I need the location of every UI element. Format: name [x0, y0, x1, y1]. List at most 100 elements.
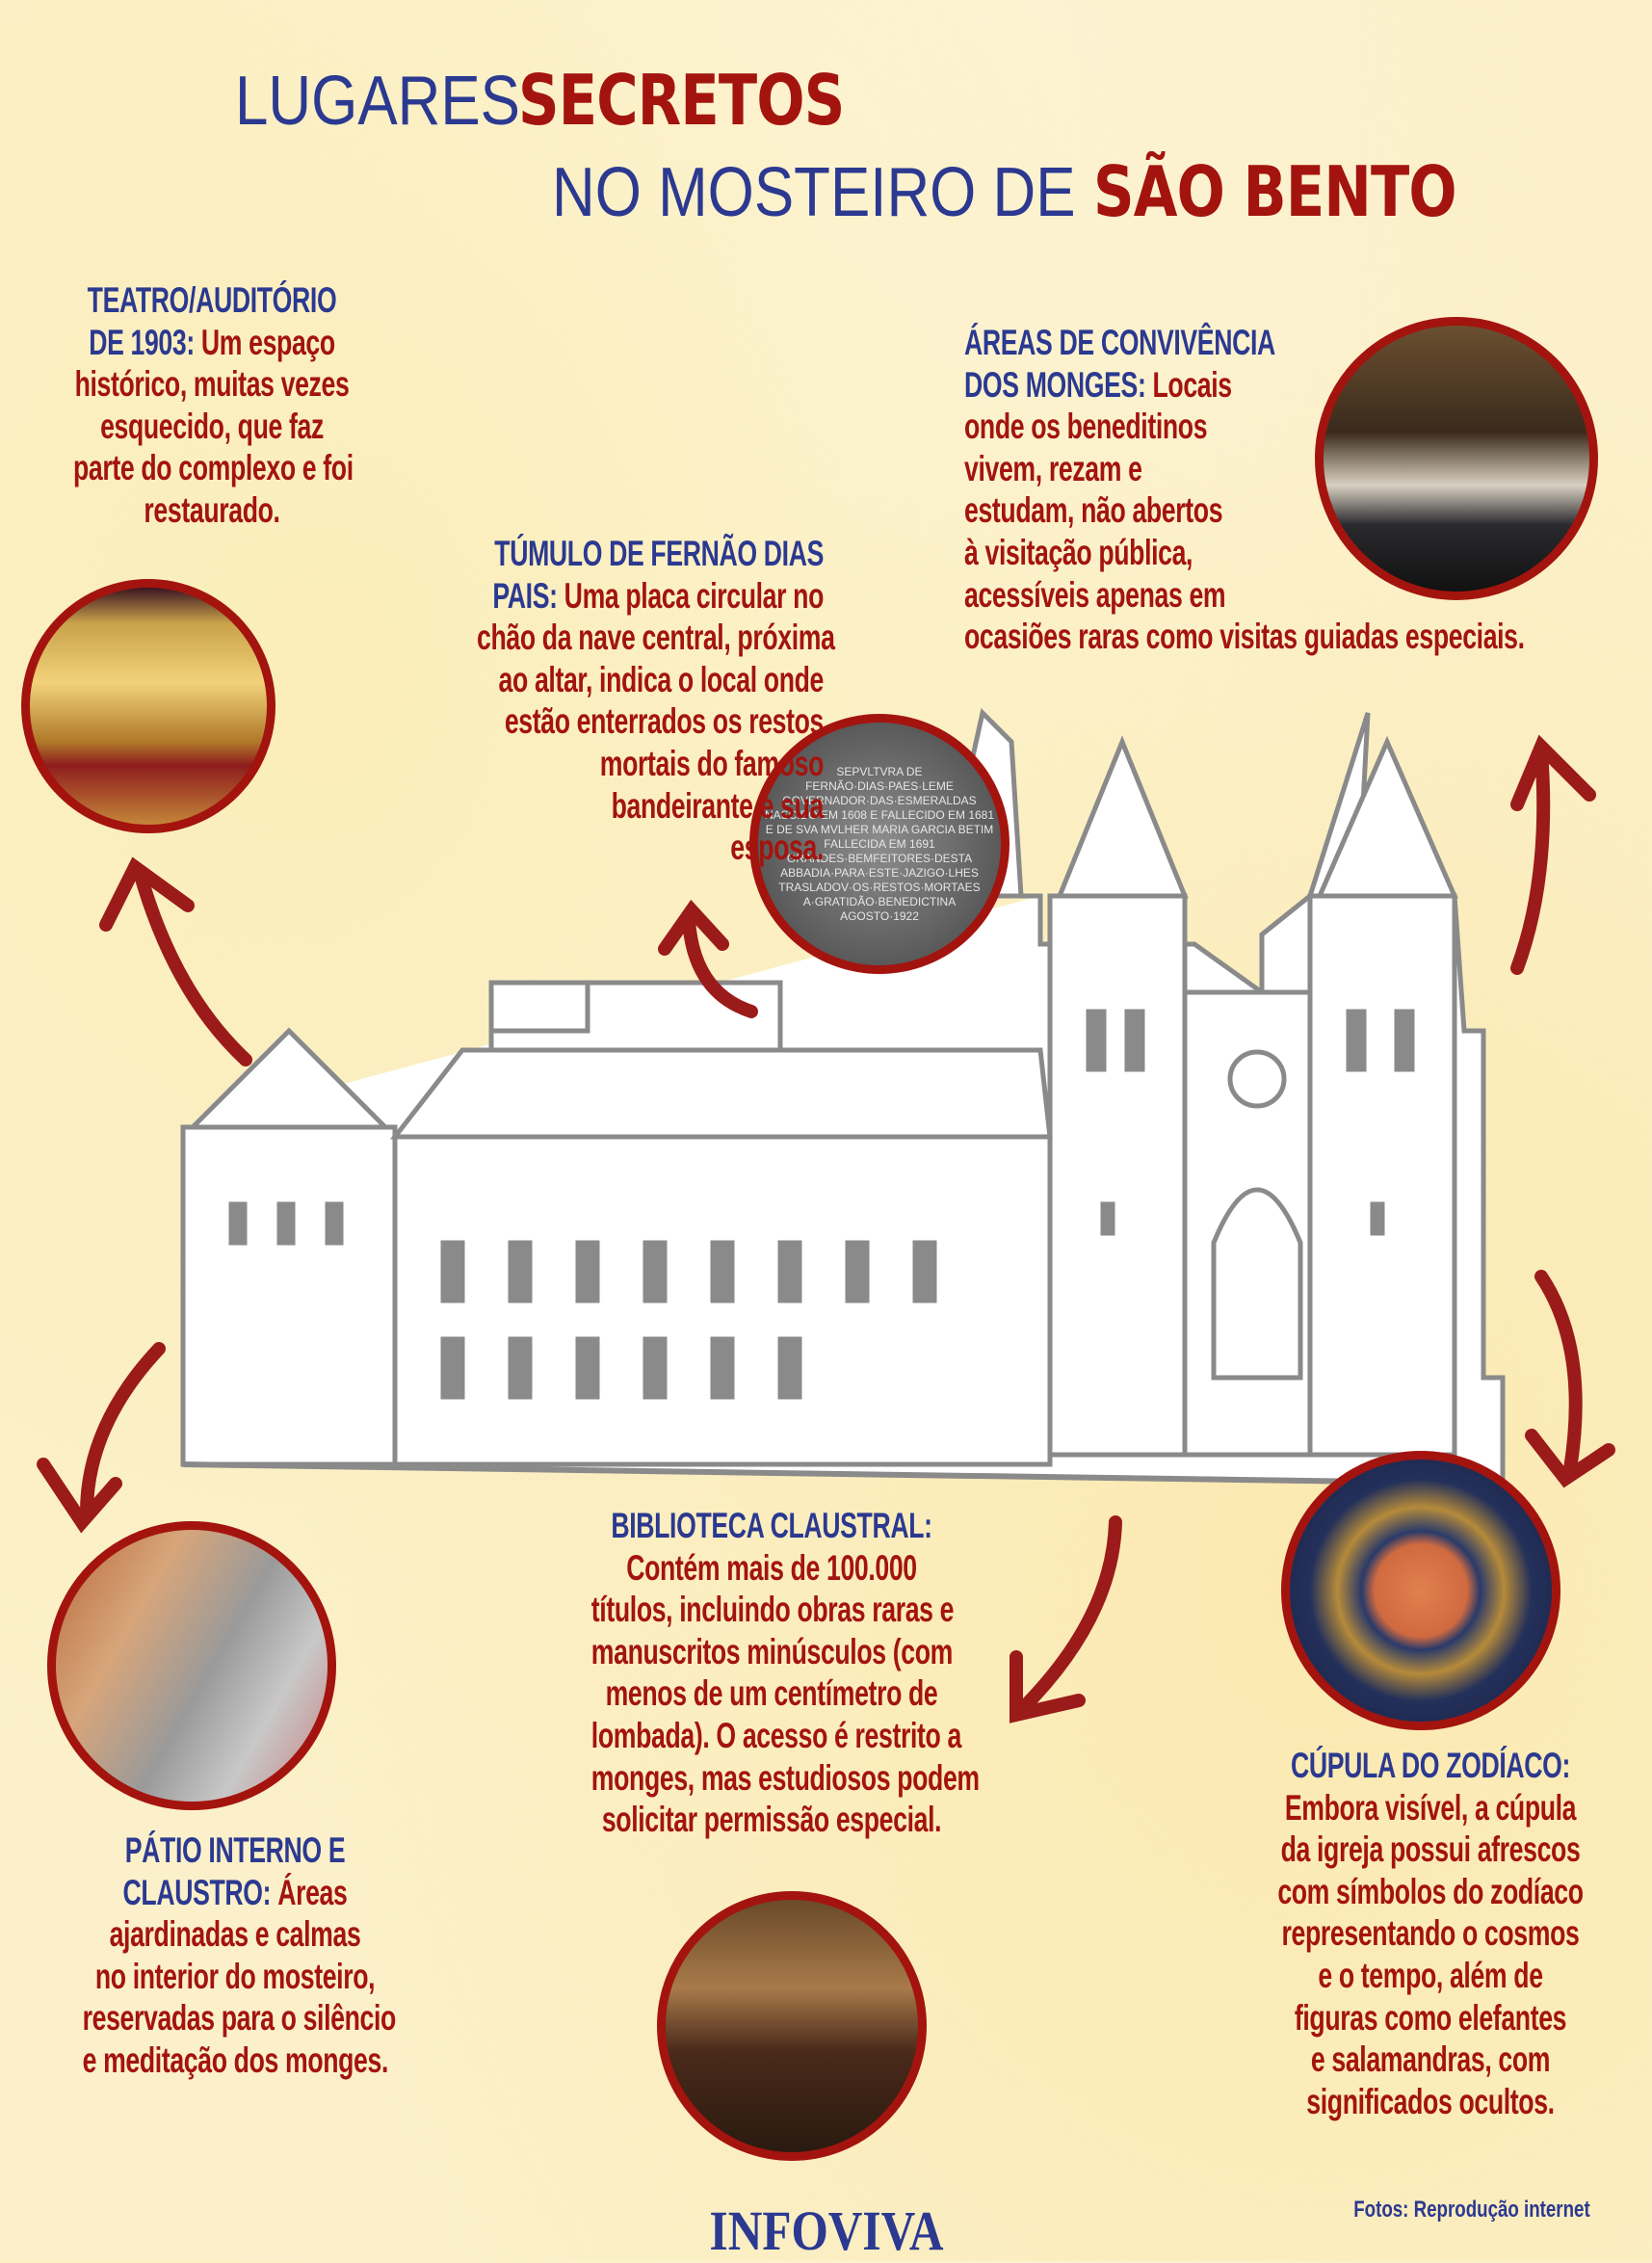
heading-text: BIBLIOTECA CLAUSTRAL: [611, 1506, 932, 1545]
medal-line: TRASLADOV·OS·RESTOS·MORTAES [778, 880, 981, 894]
body-text: monges, mas estudiosos podem [590, 1757, 980, 1798]
body-text: onde os beneditinos [964, 407, 1208, 447]
areas-line: estudam, não abertos [964, 489, 1450, 532]
body-text: manuscritos minúsculos (com [590, 1631, 954, 1671]
title-secretos: SECRETOS [518, 60, 845, 141]
photo-credit: Fotos: Reprodução internet [1353, 2197, 1590, 2223]
tumulo-line: bandeirante e sua [477, 785, 825, 828]
patio-line: PÁTIO INTERNO E [83, 1829, 388, 1872]
arrow-to-patio [37, 1342, 166, 1534]
tumulo-line: esposa. [477, 827, 824, 869]
body-text: Uma placa circular no [557, 575, 825, 616]
monges-photo [1315, 317, 1598, 600]
body-text: Um espaço [194, 322, 335, 362]
title-sao-bento: SÃO BENTO [1093, 151, 1457, 232]
body-text: estão enterrados os restos [504, 701, 825, 742]
body-text: esquecido, que faz [100, 406, 324, 446]
areas-line: ÁREAS DE CONVIVÊNCIA [964, 322, 1450, 364]
medal-line: ABBADIA·PARA·ESTE·JAZIGO·LHES [780, 865, 979, 880]
teatro-photo [21, 579, 275, 833]
body-text: e meditação dos monges. [82, 2039, 389, 2080]
teatro-line: restaurado. [73, 489, 351, 532]
areas-line: acessíveis apenas em [964, 574, 1450, 617]
cupula-line: figuras como elefantes [1264, 1997, 1597, 2039]
body-text: títulos, incluindo obras raras e [590, 1590, 955, 1630]
medal-line: NASCIDO EM 1608 E FALLECIDO EM 1681 [764, 807, 995, 822]
body-text: esposa. [730, 828, 824, 868]
heading-text: CLAUSTRO: [122, 1872, 272, 1912]
biblioteca-text: BIBLIOTECA CLAUSTRAL:Contém mais de 100.… [521, 1505, 1022, 1841]
heading-text: PÁTIO INTERNO E [124, 1830, 346, 1870]
areas-line: ocasiões raras como visitas guiadas espe… [964, 616, 1525, 658]
biblioteca-photo [657, 1891, 927, 2161]
body-text: bandeirante e sua [611, 785, 825, 826]
body-text: chão da nave central, próxima [477, 618, 835, 658]
cupula-line: e salamandras, com [1264, 2039, 1597, 2081]
body-text: Áreas [271, 1872, 348, 1912]
biblioteca-line: títulos, incluindo obras raras e [590, 1589, 955, 1631]
body-text: restaurado. [144, 489, 280, 530]
medal-line: FERNÃO·DIAS·PAES·LEME [805, 778, 954, 793]
biblioteca-line: BIBLIOTECA CLAUSTRAL: [591, 1505, 952, 1547]
body-text: vivem, rezam e [964, 448, 1142, 488]
cupula-line: Embora visível, a cúpula [1264, 1787, 1597, 1829]
body-text: estudam, não abertos [964, 490, 1223, 531]
patio-photo [47, 1521, 336, 1810]
biblioteca-line: manuscritos minúsculos (com [590, 1631, 954, 1673]
patio-line: reservadas para o silêncio [83, 1997, 397, 2039]
body-text: e o tempo, além de [1318, 1955, 1543, 1995]
body-text: e salamandras, com [1310, 2039, 1551, 2080]
arrow-to-biblioteca [1010, 1515, 1122, 1724]
areas-line: vivem, rezam e [964, 448, 1450, 490]
body-text: mortais do famoso [599, 743, 825, 783]
cupula-line: CÚPULA DO ZODÍACO: [1264, 1745, 1597, 1787]
body-text: histórico, muitas vezes [74, 364, 350, 405]
monastery-sketch [180, 708, 1506, 1487]
body-text: representando o cosmos [1281, 1913, 1580, 1954]
cupula-text: CÚPULA DO ZODÍACO:Embora visível, a cúpu… [1199, 1745, 1652, 2122]
body-text: com símbolos do zodíaco [1277, 1871, 1584, 1911]
patio-line: ajardinadas e calmas [83, 1913, 388, 1956]
medal-line: E DE SVA MVLHER MARIA GARCIA BETIM [765, 822, 994, 836]
cupula-line: e o tempo, além de [1264, 1955, 1597, 1997]
teatro-line: parte do complexo e foi [73, 447, 354, 489]
patio-line: no interior do mosteiro, [83, 1956, 388, 1998]
infoviva-logo: INFOVIVA [709, 2199, 944, 2262]
areas-line: à visitação pública, [964, 532, 1450, 574]
arrow-to-cupula [1525, 1270, 1615, 1488]
body-text: lombada). O acesso é restrito a [590, 1715, 962, 1755]
medal-line: SEPVLTVRA DE [836, 764, 923, 778]
cupula-line: da igreja possui afrescos [1264, 1829, 1597, 1871]
tumulo-line: chão da nave central, próxima [477, 617, 835, 659]
title-no-mosteiro: NO MOSTEIRO DE [552, 154, 1076, 231]
tumulo-line: TÚMULO DE FERNÃO DIAS [477, 533, 824, 575]
body-text: ocasiões raras como visitas guiadas espe… [964, 617, 1525, 657]
cupula-line: com símbolos do zodíaco [1264, 1871, 1597, 1913]
biblioteca-line: monges, mas estudiosos podem [591, 1757, 980, 1800]
biblioteca-line: solicitar permissão especial. [591, 1799, 952, 1841]
body-text: acessíveis apenas em [964, 574, 1226, 615]
body-text: figuras como elefantes [1294, 1997, 1567, 2038]
patio-line: CLAUSTRO: Áreas [83, 1872, 388, 1914]
heading-text: PAIS: [492, 575, 558, 616]
title-line-1: LUGARESSECRETOS [235, 66, 916, 136]
tumulo-line: ao altar, indica o local onde [477, 659, 825, 701]
heading-text: TEATRO/AUDITÓRIO [87, 280, 337, 320]
body-text: Contém mais de 100.000 [626, 1547, 917, 1588]
teatro-line: DE 1903: Um espaço [73, 322, 351, 364]
arrow-to-tumulo [658, 899, 758, 1018]
medal-line: GRANDES·BEMFEITORES·DESTA [786, 851, 973, 865]
body-text: da igreja possui afrescos [1280, 1829, 1581, 1870]
biblioteca-line: lombada). O acesso é restrito a [591, 1715, 962, 1757]
cupula-line: representando o cosmos [1264, 1912, 1597, 1955]
areas-line: onde os beneditinos [964, 406, 1450, 448]
body-text: solicitar permissão especial. [601, 1800, 942, 1840]
patio-line: e meditação dos monges. [82, 2039, 389, 2082]
